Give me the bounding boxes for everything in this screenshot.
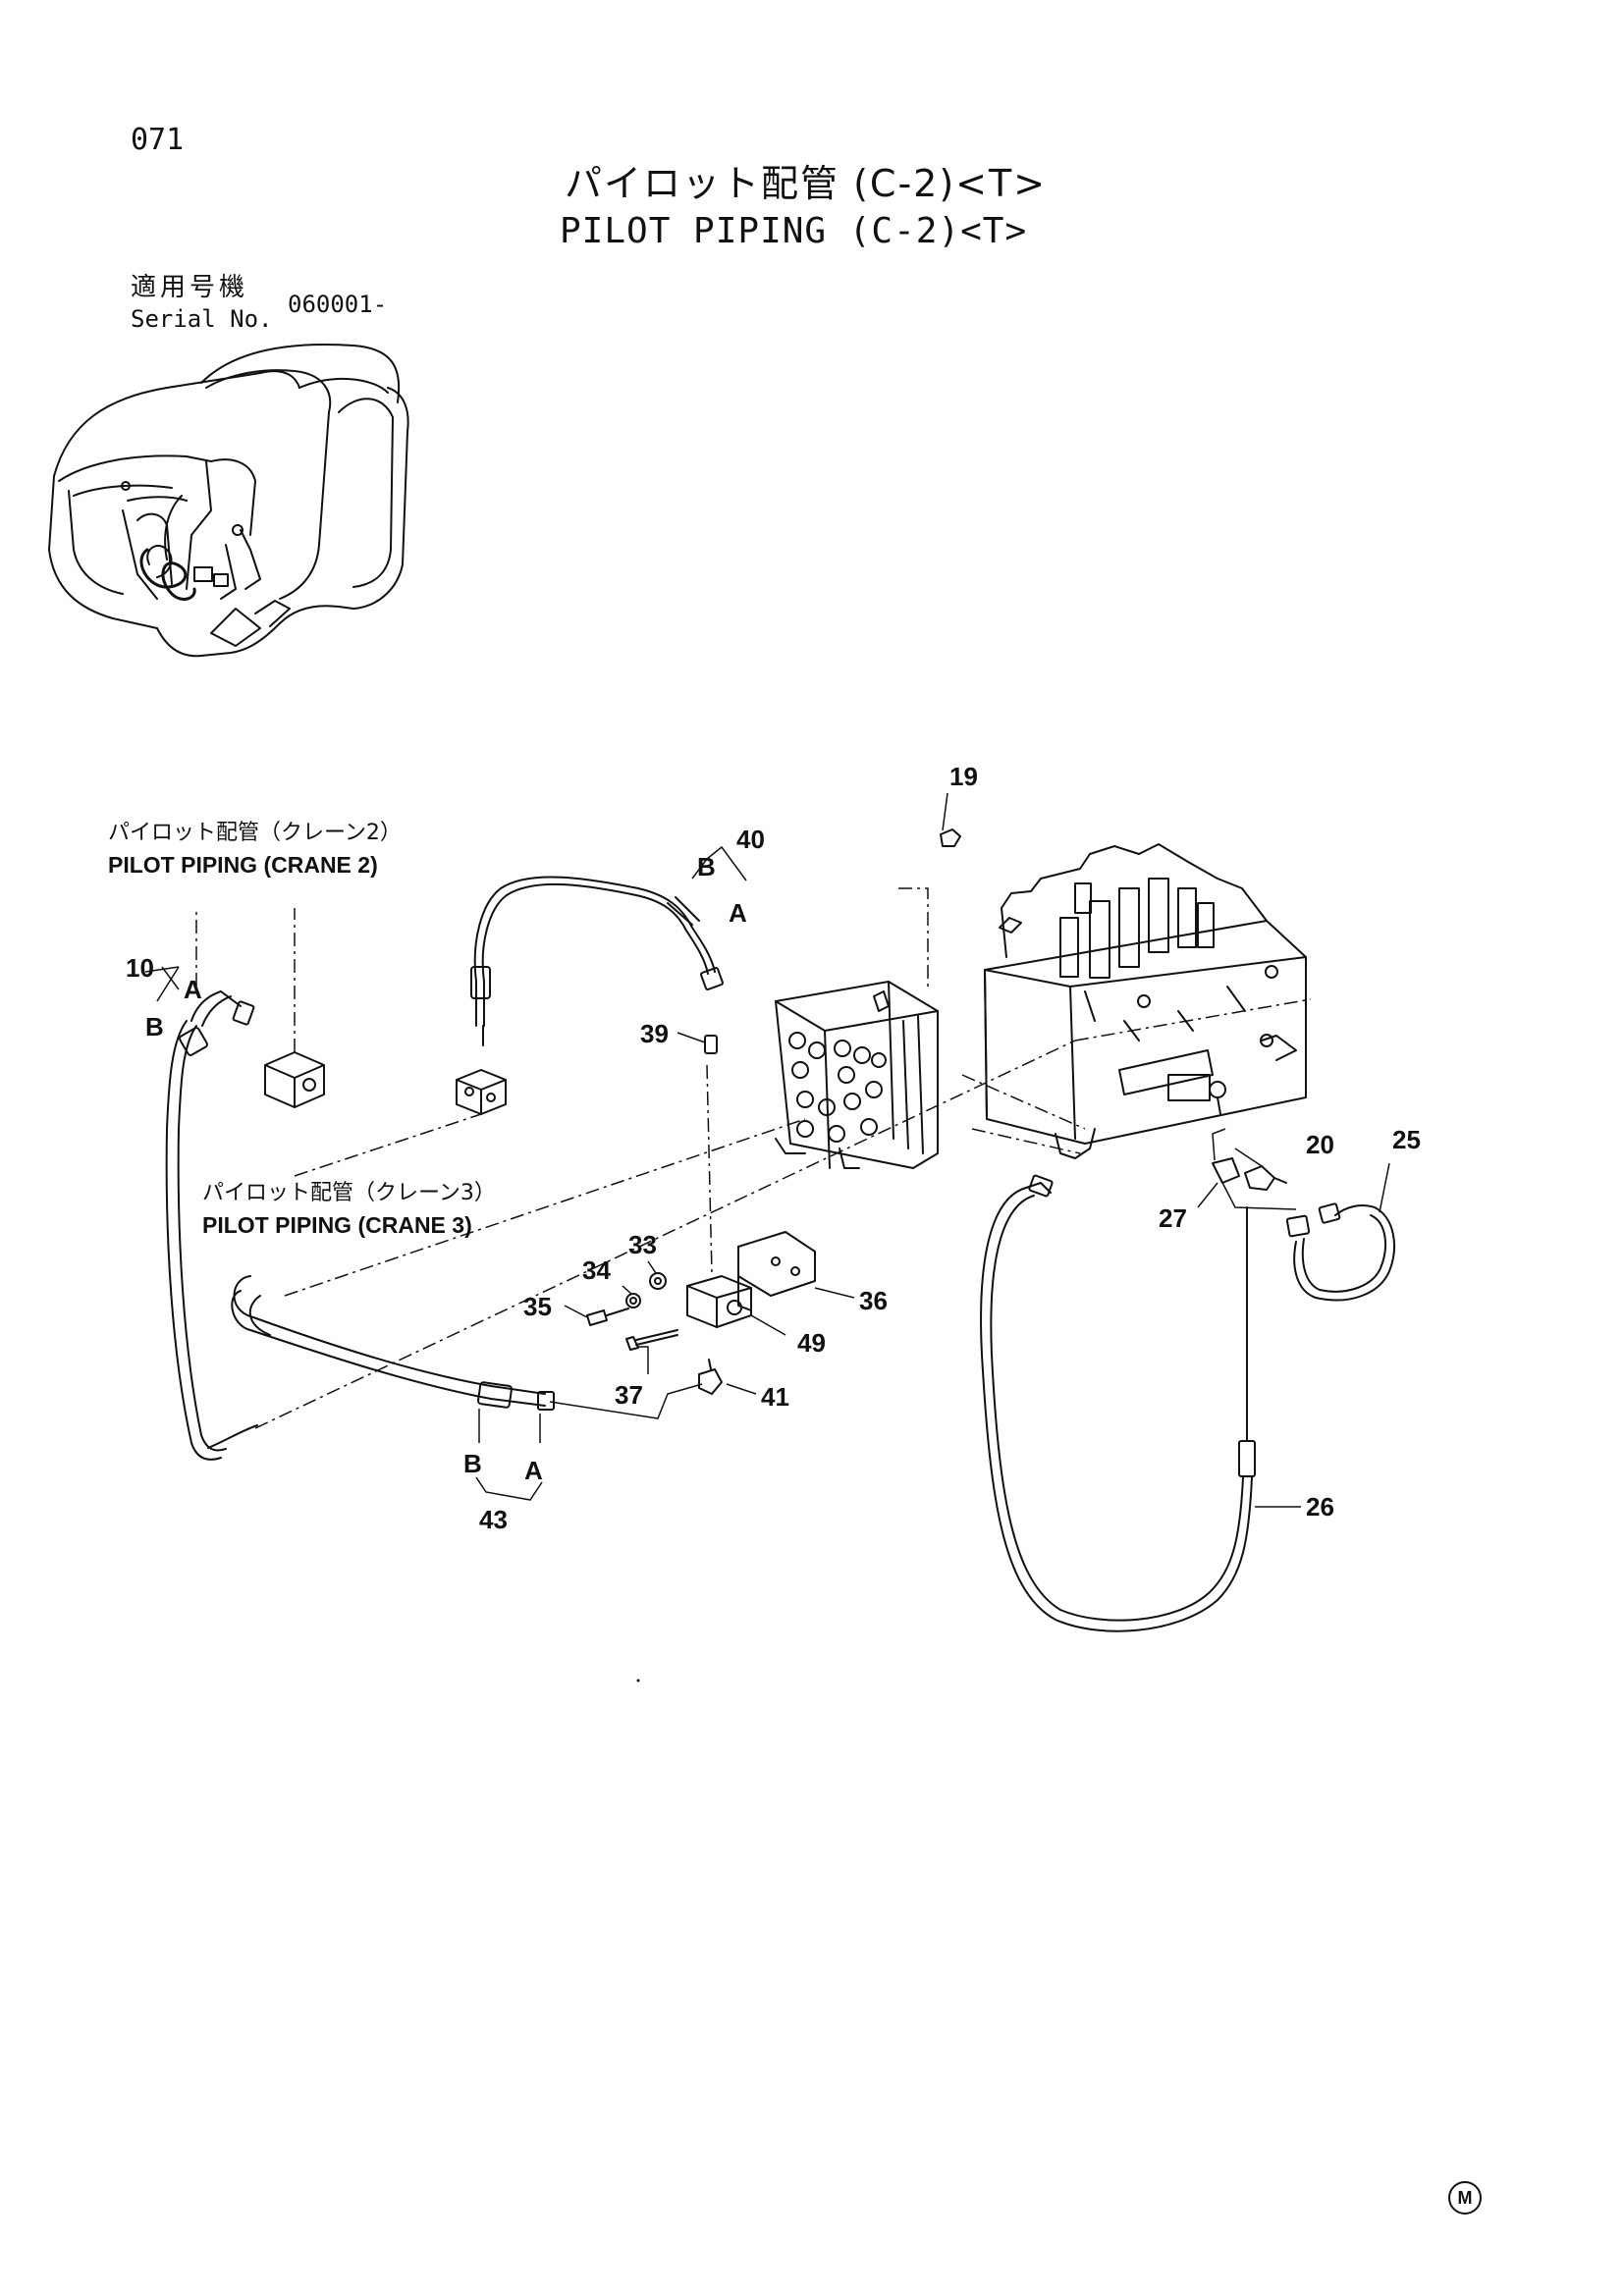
part-number-35: 35 (523, 1292, 552, 1321)
part-number-41: 40 (736, 825, 765, 854)
page-title-english: PILOT PIPING (C-2)<T> (560, 211, 1028, 251)
corner-mark-m: M (1448, 2181, 1482, 2215)
part-number-43: 43 (479, 1505, 508, 1534)
machine-overview-illustration (48, 344, 409, 658)
center-line-crane3 (294, 1113, 482, 1177)
part-number-27: 27 (1159, 1203, 1187, 1233)
serial-label-english: Serial No. (131, 305, 273, 333)
pipe-43 (207, 1275, 555, 1449)
pipe-25 (1285, 1202, 1395, 1302)
thumbnail-highlight-pipe (139, 548, 196, 601)
hose-end-b-10: B (145, 1012, 164, 1041)
center-line-main (254, 1040, 1076, 1429)
page-number: 071 (131, 123, 185, 157)
part-number-37: 37 (615, 1380, 643, 1410)
hose-end-b-41: B (697, 852, 716, 881)
washer-34 (625, 1293, 641, 1308)
pipe-10 (165, 990, 255, 1461)
pipe-26 (980, 1174, 1256, 1632)
part-number-10: 10 (126, 953, 154, 983)
part-number-39: 39 (640, 1019, 669, 1048)
washer-33 (649, 1272, 667, 1290)
bolt-37 (635, 1329, 678, 1346)
connector-39 (704, 1035, 718, 1054)
part-number-36: 36 (859, 1286, 888, 1315)
page-title-japanese: パイロット配管 (C-2)<T> (565, 162, 1048, 205)
hose-end-a-41: A (729, 898, 747, 928)
part-number-40: 41 (761, 1382, 789, 1412)
center-line-vertical (706, 1064, 713, 1275)
pipe-41 (470, 876, 724, 1046)
serial-number-value: 060001- (288, 291, 388, 318)
serial-label-japanese: 適用号機 (131, 273, 249, 302)
part-number-26: 26 (1306, 1492, 1334, 1522)
main-control-valve (984, 843, 1307, 1159)
stray-dot (636, 1679, 640, 1682)
crane-valve-block (775, 981, 939, 1169)
part-number-19: 19 (949, 762, 978, 791)
part-number-20: 20 (1306, 1130, 1334, 1159)
crane-block-crane2 (456, 1069, 507, 1115)
part-number-25: 25 (1392, 1125, 1421, 1154)
fitting-20 (1244, 1165, 1287, 1191)
part-number-49: 49 (797, 1328, 826, 1358)
hose-end-b-43: B (463, 1449, 482, 1478)
elbow-40 (698, 1359, 723, 1395)
hose-end-a-10: A (184, 975, 202, 1004)
crane2-adapter-block (264, 1051, 325, 1108)
fitting-19 (940, 828, 961, 847)
fitting-27 (1212, 1157, 1240, 1184)
reference-crane3-english: PILOT PIPING (CRANE 3) (202, 1212, 472, 1238)
bracket-36 (737, 1231, 816, 1311)
hose-end-a-43: A (524, 1456, 543, 1485)
part-number-33: 33 (628, 1230, 657, 1259)
block-49 (686, 1275, 752, 1328)
reference-crane2-english: PILOT PIPING (CRANE 2) (108, 852, 378, 878)
reference-crane2-japanese: パイロット配管（クレーン2） (108, 821, 402, 845)
part-number-34: 34 (582, 1255, 611, 1285)
bolt-35 (586, 1309, 608, 1326)
reference-crane3-japanese: パイロット配管（クレーン3） (202, 1181, 496, 1205)
